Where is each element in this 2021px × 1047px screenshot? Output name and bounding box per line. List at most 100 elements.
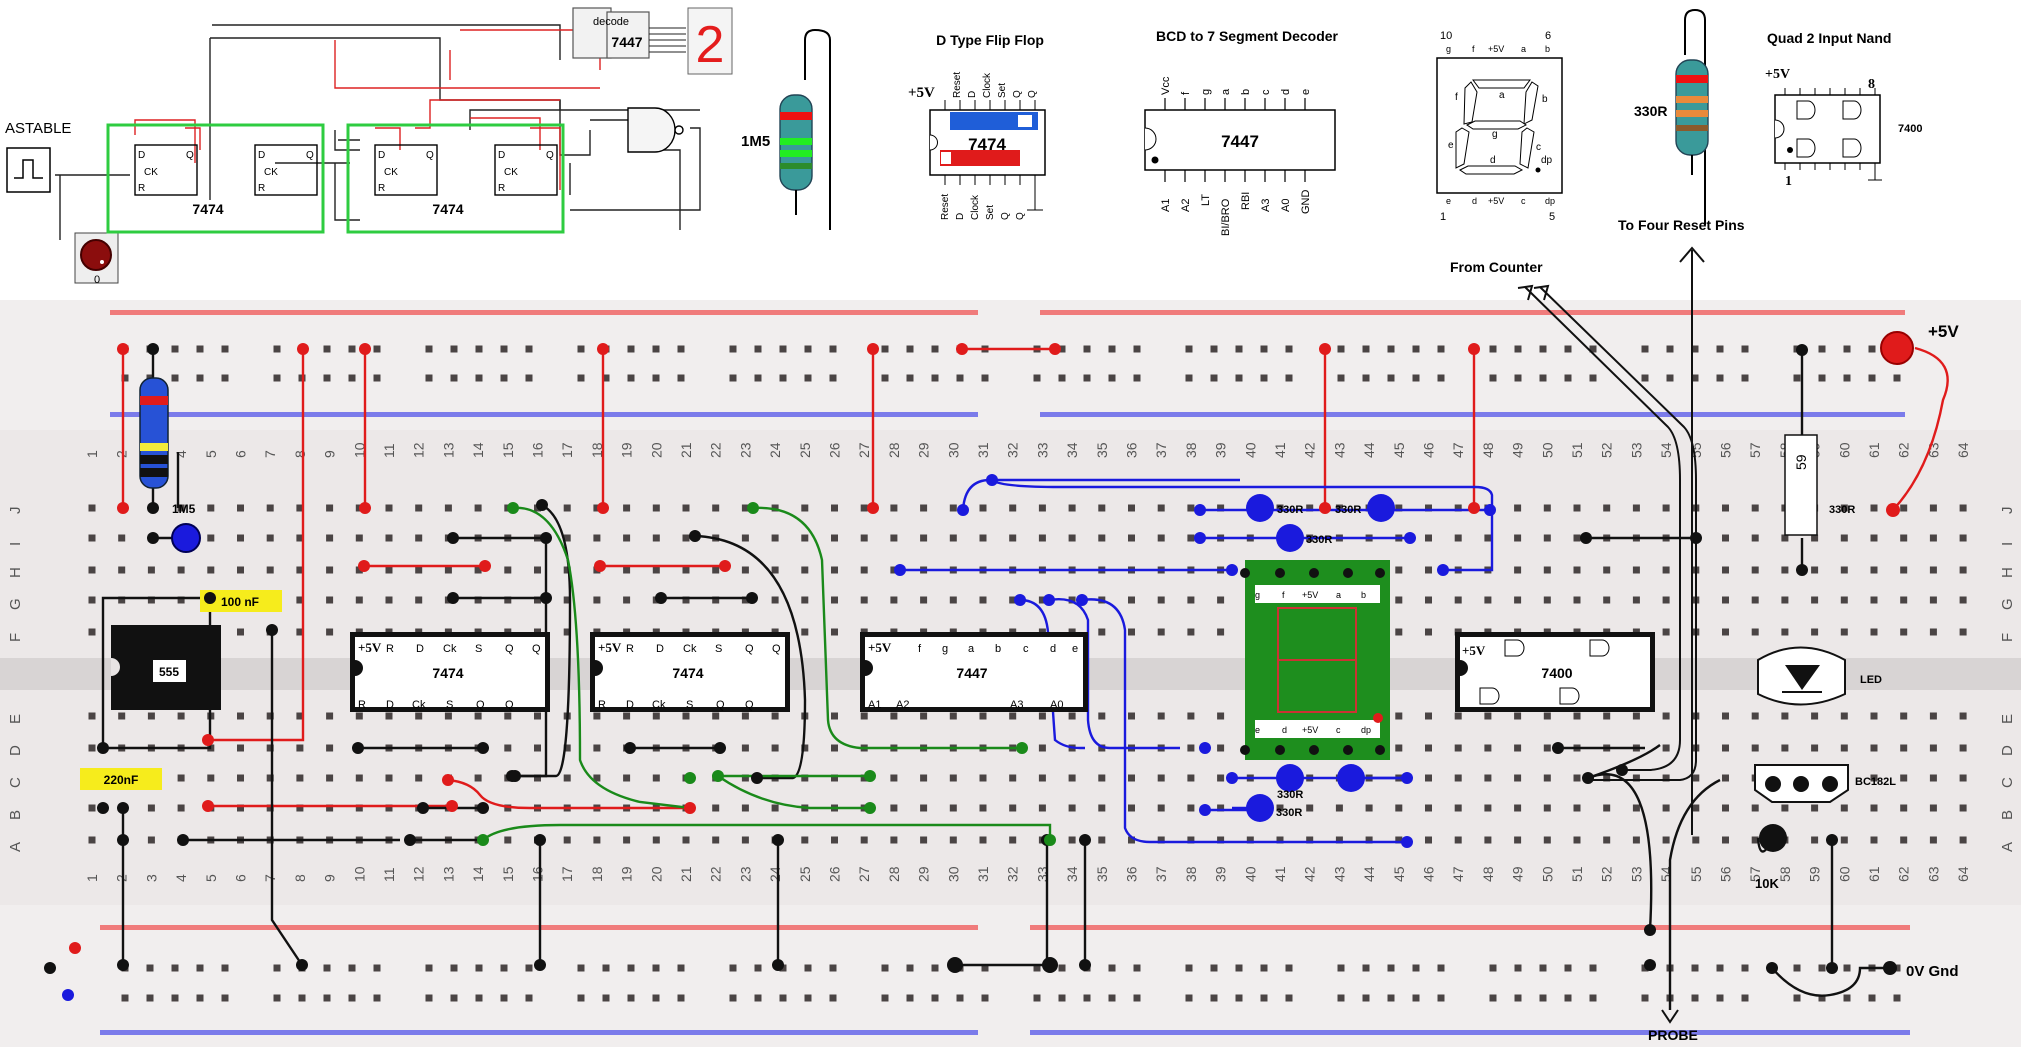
breadboard-hole bbox=[1843, 964, 1851, 972]
ff1-top-pin: D bbox=[416, 643, 424, 655]
breadboard-hole bbox=[1425, 712, 1432, 720]
column-number: 17 bbox=[559, 442, 575, 458]
breadboard-hole bbox=[1641, 374, 1649, 382]
breadboard-hole bbox=[920, 596, 928, 604]
breadboard-hole bbox=[1662, 804, 1670, 812]
pin-q: Q bbox=[546, 150, 554, 161]
dff-top-pin: Set bbox=[997, 83, 1008, 98]
column-number: 43 bbox=[1331, 442, 1347, 458]
ff1-top-pin: S bbox=[475, 643, 482, 655]
column-number: 61 bbox=[1866, 866, 1882, 882]
breadboard-hole bbox=[1365, 836, 1373, 844]
column-number: 45 bbox=[1391, 442, 1407, 458]
breadboard-hole bbox=[754, 964, 762, 972]
breadboard-hole bbox=[1235, 345, 1243, 353]
legend-dots bbox=[44, 942, 81, 1001]
breadboard-hole bbox=[652, 534, 660, 542]
reference-seven-segment: 10 6 g f +5V a b e d +5V c dp a b bbox=[1436, 30, 1563, 223]
breadboard-hole bbox=[273, 345, 281, 353]
breadboard-hole bbox=[196, 964, 204, 972]
column-number: 31 bbox=[975, 866, 991, 882]
breadboard-hole bbox=[563, 566, 571, 574]
breadboard-hole bbox=[627, 345, 635, 353]
breadboard-hole bbox=[906, 374, 914, 382]
astable-label: ASTABLE bbox=[5, 120, 71, 137]
breadboard-hole bbox=[1751, 566, 1759, 574]
probe-arrow-icon bbox=[1661, 1009, 1679, 1024]
breadboard-hole bbox=[1840, 628, 1848, 636]
row-letter-d-right: D bbox=[1999, 745, 2016, 756]
breadboard-hole bbox=[627, 964, 635, 972]
column-number: 39 bbox=[1213, 866, 1229, 882]
breadboard-hole bbox=[121, 994, 129, 1002]
breadboard-hole bbox=[266, 712, 274, 720]
column-number: 11 bbox=[381, 867, 397, 882]
breadboard-hole bbox=[1098, 534, 1106, 542]
breadboard-hole bbox=[373, 994, 381, 1002]
rail-bottom-blue-left bbox=[100, 1030, 978, 1035]
column-number: 34 bbox=[1064, 442, 1080, 458]
column-number: 29 bbox=[916, 442, 932, 458]
breadboard-hole bbox=[1959, 804, 1967, 812]
column-number: 35 bbox=[1094, 866, 1110, 882]
breadboard-hole bbox=[741, 712, 749, 720]
seg-bottom-pin: +5V bbox=[1488, 196, 1504, 206]
breadboard-hole bbox=[1038, 504, 1046, 512]
breadboard-hole bbox=[146, 964, 154, 972]
nand-board-label: 7400 bbox=[1541, 665, 1572, 681]
column-number: 32 bbox=[1005, 442, 1021, 458]
breadboard-hole bbox=[1818, 994, 1826, 1002]
column-number: 18 bbox=[589, 866, 605, 882]
board-seg-top-pin: a bbox=[1336, 590, 1341, 600]
breadboard-hole bbox=[741, 596, 749, 604]
row-letter-f: F bbox=[7, 633, 24, 642]
breadboard-hole bbox=[296, 712, 304, 720]
breadboard-hole bbox=[1038, 774, 1046, 782]
breadboard-hole bbox=[1870, 804, 1878, 812]
breadboard-hole bbox=[602, 964, 610, 972]
breadboard-hole bbox=[627, 374, 635, 382]
breadboard-hole bbox=[118, 534, 126, 542]
breadboard-hole bbox=[1573, 596, 1581, 604]
breadboard-hole bbox=[1157, 836, 1165, 844]
breadboard-hole bbox=[1425, 774, 1432, 782]
bcd-top-pin: b bbox=[1240, 89, 1252, 95]
breadboard-hole bbox=[1362, 345, 1370, 353]
chip-7447: 7447 +5V f g a b c d e A1 A2 A3 A0 bbox=[860, 632, 1088, 712]
breadboard-hole bbox=[1959, 566, 1967, 574]
breadboard-hole bbox=[677, 964, 685, 972]
breadboard-hole bbox=[1387, 994, 1395, 1002]
breadboard-hole bbox=[1900, 534, 1908, 542]
column-number: 14 bbox=[470, 442, 486, 458]
breadboard-hole bbox=[373, 345, 381, 353]
breadboard-hole bbox=[1589, 994, 1597, 1002]
breadboard-hole bbox=[1929, 774, 1937, 782]
breadboard-hole bbox=[1900, 804, 1908, 812]
breadboard-hole bbox=[1098, 628, 1106, 636]
bcd-top-pin: e bbox=[1300, 89, 1312, 95]
ff2-top-pin: S bbox=[715, 643, 722, 655]
breadboard-hole bbox=[1870, 774, 1878, 782]
column-number: 49 bbox=[1510, 866, 1526, 882]
ff2-top-pin: Q bbox=[745, 643, 754, 655]
breadboard-hole bbox=[593, 712, 601, 720]
breadboard-hole bbox=[1335, 504, 1343, 512]
ff1-top-pin: Q bbox=[532, 643, 541, 655]
column-number: 15 bbox=[500, 442, 516, 458]
cap-100nf-label: 100 nF bbox=[221, 595, 259, 609]
column-number: 48 bbox=[1480, 866, 1496, 882]
breadboard-hole bbox=[1793, 374, 1801, 382]
breadboard-hole bbox=[931, 374, 939, 382]
resistor-330-label: 330R bbox=[1634, 103, 1667, 119]
breadboard-hole bbox=[741, 566, 749, 574]
breadboard-hole bbox=[1038, 744, 1046, 752]
seg-bottom-pin: dp bbox=[1545, 196, 1555, 206]
breadboard-hole bbox=[1573, 712, 1581, 720]
breadboard-hole bbox=[121, 374, 129, 382]
wire-endpoints bbox=[97, 343, 1900, 975]
breadboard-hole bbox=[920, 712, 928, 720]
row-letters: J I H G F E D C B A J I H G F E D C B A bbox=[7, 507, 2016, 853]
breadboard-hole bbox=[831, 712, 838, 720]
row-letter-c: C bbox=[7, 777, 24, 788]
breadboard-hole bbox=[1185, 994, 1193, 1002]
